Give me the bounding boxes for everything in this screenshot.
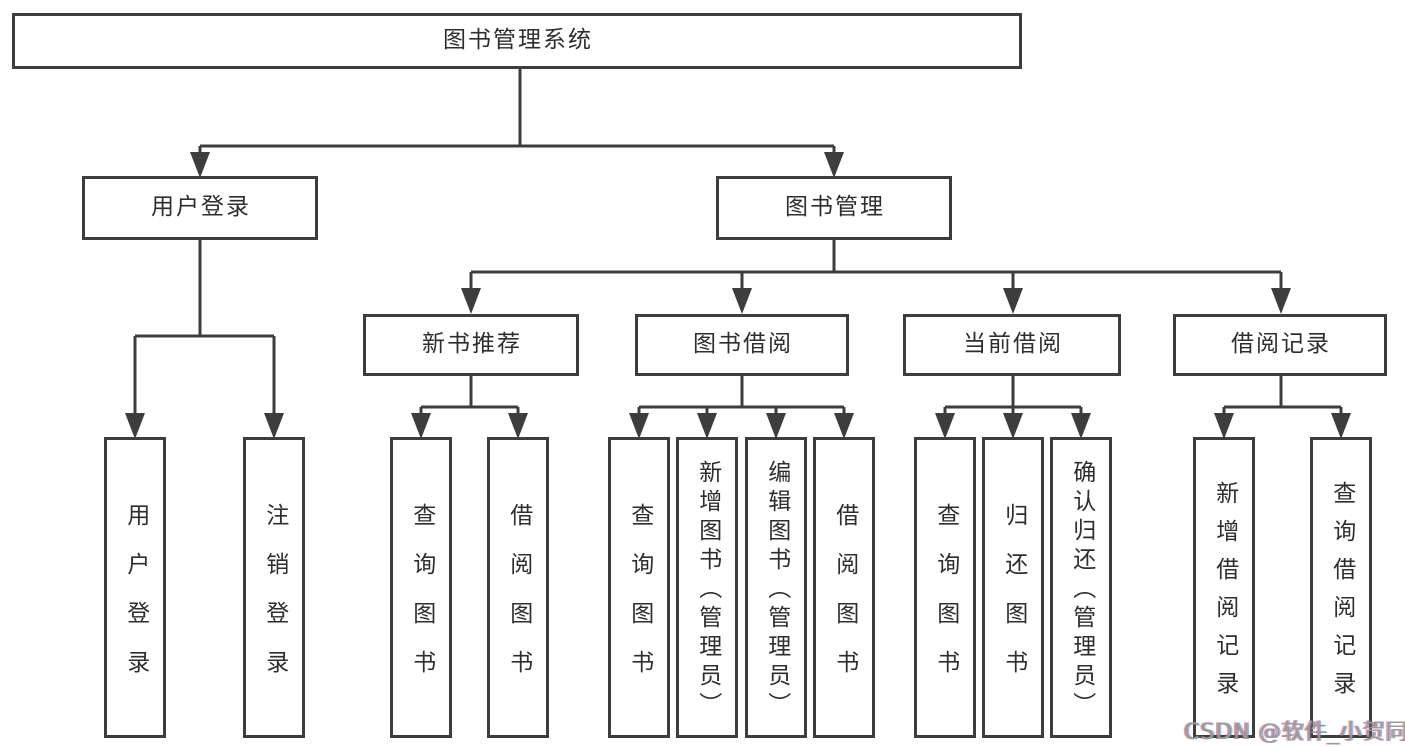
node-book-borrow: 图书借阅 [635, 314, 849, 376]
node-root: 图书管理系统 [12, 13, 1022, 69]
node-label: 借阅记录 [1231, 331, 1331, 358]
node-label: 新增图书（管理员） [694, 460, 721, 721]
node-leaf-cb-query-books: 查询图书 [914, 437, 976, 738]
node-label: 注销登录 [261, 502, 288, 699]
node-leaf-rec-query-books: 查询图书 [390, 437, 452, 738]
node-current-borrow: 当前借阅 [903, 314, 1121, 376]
node-label: 图书借阅 [693, 331, 793, 358]
watermark-text: CSDN @软件_小贺同学 [1184, 720, 1405, 745]
node-borrow-records: 借阅记录 [1173, 314, 1387, 376]
node-label: 图书管理系统 [443, 27, 593, 54]
node-leaf-bb-query-books: 查询图书 [608, 437, 670, 738]
node-leaf-bb-add-book-admin: 新增图书（管理员） [676, 437, 738, 738]
node-label: 图书管理 [785, 194, 885, 221]
node-label: 新增借阅记录 [1211, 481, 1238, 709]
node-leaf-cb-return-books: 归还图书 [982, 437, 1044, 738]
node-label: 查询图书 [408, 502, 435, 699]
node-user-login: 用户登录 [82, 176, 318, 240]
node-label: 查询图书 [626, 502, 653, 699]
node-leaf-user-login: 用户登录 [104, 437, 166, 738]
arrowheads [125, 152, 1351, 439]
node-label: 新书推荐 [422, 331, 522, 358]
node-label: 确认归还（管理员） [1068, 460, 1095, 721]
node-label: 当前借阅 [963, 331, 1063, 358]
node-label: 用户登录 [151, 194, 251, 221]
node-label: 查询图书 [932, 502, 959, 699]
node-leaf-bb-borrow-books: 借阅图书 [813, 437, 875, 738]
node-label: 借阅图书 [831, 502, 858, 699]
node-new-book-recommend: 新书推荐 [363, 314, 579, 376]
node-leaf-rec-borrow-books: 借阅图书 [487, 437, 549, 738]
node-leaf-br-query-record: 查询借阅记录 [1310, 437, 1372, 738]
node-leaf-logout: 注销登录 [243, 437, 305, 738]
node-label: 查询借阅记录 [1328, 481, 1355, 709]
node-label: 用户登录 [122, 502, 149, 699]
node-leaf-br-add-record: 新增借阅记录 [1193, 437, 1255, 738]
node-label: 借阅图书 [505, 502, 532, 699]
node-leaf-bb-edit-book-admin: 编辑图书（管理员） [745, 437, 807, 738]
node-leaf-cb-confirm-return-admin: 确认归还（管理员） [1050, 437, 1112, 738]
node-label: 编辑图书（管理员） [763, 460, 790, 721]
node-book-management: 图书管理 [716, 176, 952, 240]
node-label: 归还图书 [1000, 502, 1027, 699]
